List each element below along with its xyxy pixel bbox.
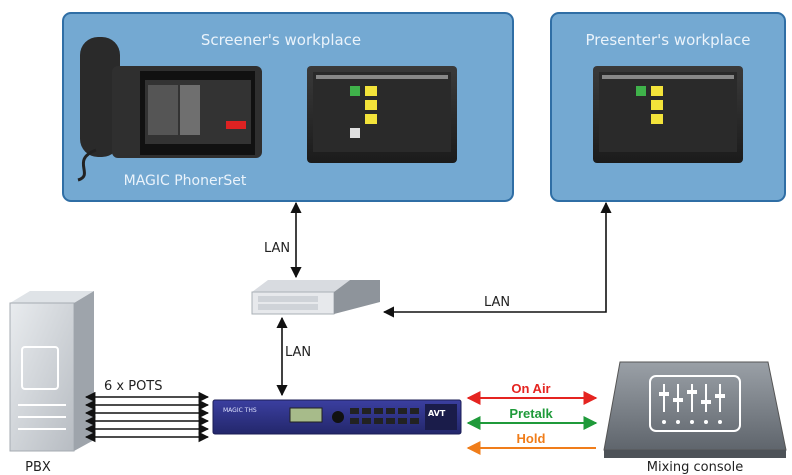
lan-label-lower: LAN [285, 345, 311, 360]
signal-hold: Hold [517, 431, 546, 446]
pbx-label: PBX [25, 460, 51, 475]
lan-link-presenter [382, 201, 612, 318]
lan-label-right: LAN [484, 295, 510, 310]
magic-ths-device [212, 399, 462, 435]
lan-label-upper: LAN [264, 241, 290, 256]
network-switch [251, 280, 380, 315]
screener-title: Screener's workplace [201, 31, 361, 49]
signal-on-air: On Air [511, 381, 550, 396]
pbx-phone-icon [21, 346, 59, 390]
avt-brand: AVT [428, 409, 446, 418]
pots-lines [84, 391, 210, 443]
mixing-console-device [603, 361, 787, 458]
presenter-title: Presenter's workplace [585, 31, 750, 49]
magic-ths-brand: MAGIC THS [223, 407, 257, 414]
pots-label: 6 x POTS [104, 379, 163, 394]
pbx-device [9, 291, 94, 452]
screener-workplace-panel [62, 12, 514, 202]
phoneset-label: MAGIC PhonerSet [124, 173, 247, 189]
presenter-workplace-panel [550, 12, 786, 202]
phoneset-device [77, 37, 262, 182]
screener-tablet [307, 66, 457, 163]
fader-panel-icon [649, 375, 741, 432]
mixing-console-label: Mixing console [647, 460, 743, 475]
signal-pretalk: Pretalk [509, 406, 553, 421]
